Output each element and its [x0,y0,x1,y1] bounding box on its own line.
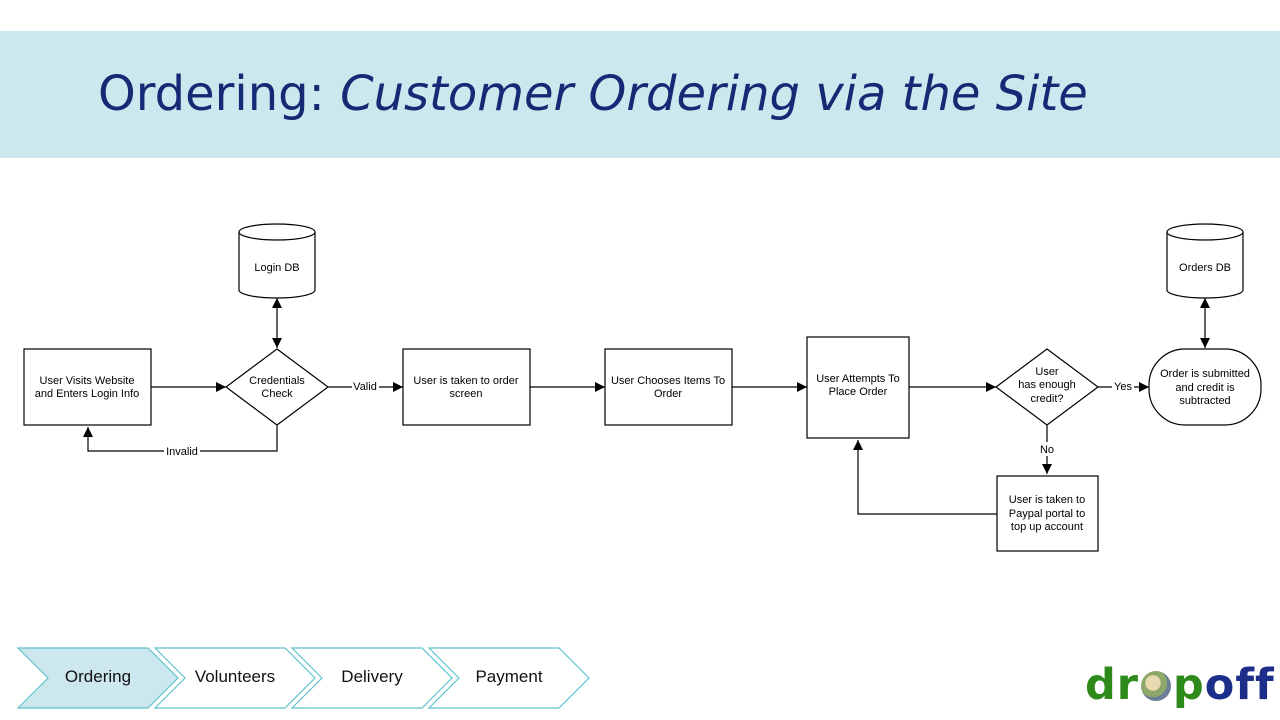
node-credit-check-line3: credit? [1030,393,1063,405]
node-credentials-line2: Check [261,388,293,400]
edge-paypal-attempt [853,440,997,515]
node-attempt-line1: User Attempts To [816,373,900,385]
node-choose-items-line2: Order [654,388,682,400]
node-credit-check-line1: User [1035,366,1059,378]
edge-label-yes: Yes [1112,379,1134,393]
node-credit-check [994,348,1100,426]
node-login-db [238,223,316,299]
breadcrumb-shape-payment[interactable] [427,647,590,709]
node-choose-items [604,348,733,426]
breadcrumb-item-ordering[interactable]: Ordering [64,667,132,686]
breadcrumb-shape-volunteers[interactable] [153,647,316,709]
breadcrumb-shape-ordering[interactable] [16,647,179,709]
node-attempt [806,336,910,439]
node-paypal-line1: User is taken to [1009,494,1085,506]
node-visit [23,348,152,426]
breadcrumb-shapes [16,647,590,709]
node-order-screen-line2: screen [449,388,482,400]
node-credentials [224,348,330,426]
node-choose-items-line1: User Chooses Items To [611,375,725,387]
globe-icon [1141,671,1171,701]
edge-label-no: No [1036,442,1058,456]
node-credit-check-line2: has enough [1018,379,1076,391]
breadcrumb-shape-delivery[interactable] [290,647,453,709]
node-paypal-line3: top up account [1011,521,1083,533]
node-visit-line2: and Enters Login Info [35,388,140,400]
node-order-screen [402,348,531,426]
title-prefix: Ordering: [98,66,341,122]
edge-label-no-text: No [1040,444,1054,456]
node-order-screen-line1: User is taken to order [413,375,518,387]
breadcrumb-item-delivery[interactable]: Delivery [341,667,403,686]
node-login-db-label: Login DB [254,262,299,274]
edge-label-valid-text: Valid [353,381,377,393]
node-submitted [1148,348,1262,426]
node-attempt-line2: Place Order [829,386,888,398]
edge-label-invalid: Invalid [164,444,200,458]
node-submitted-line2: and credit is [1175,382,1235,394]
node-credentials-line1: Credentials [249,375,305,387]
node-submitted-line3: subtracted [1179,395,1230,407]
node-paypal [996,475,1099,552]
title-band [0,31,1280,158]
logo-text-dr: dr [1085,660,1139,710]
breadcrumb-item-payment[interactable]: Payment [475,667,543,686]
title-emphasis: Customer Ordering via the Site [340,66,1088,122]
edge-label-invalid-text: Invalid [166,446,198,458]
node-orders-db-label: Orders DB [1179,262,1231,274]
node-paypal-line2: Paypal portal to [1009,508,1085,520]
page-title: Ordering: Customer Ordering via the Site [98,62,1088,126]
node-submitted-line1: Order is submitted [1160,368,1250,380]
node-visit-line1: User Visits Website [40,375,135,387]
edge-label-yes-text: Yes [1114,381,1132,393]
logo-text-off: off [1204,660,1275,710]
logo-text-p: p [1173,660,1205,710]
breadcrumb-item-volunteers[interactable]: Volunteers [194,667,276,686]
node-orders-db [1166,223,1244,299]
edge-label-valid: Valid [352,379,379,393]
